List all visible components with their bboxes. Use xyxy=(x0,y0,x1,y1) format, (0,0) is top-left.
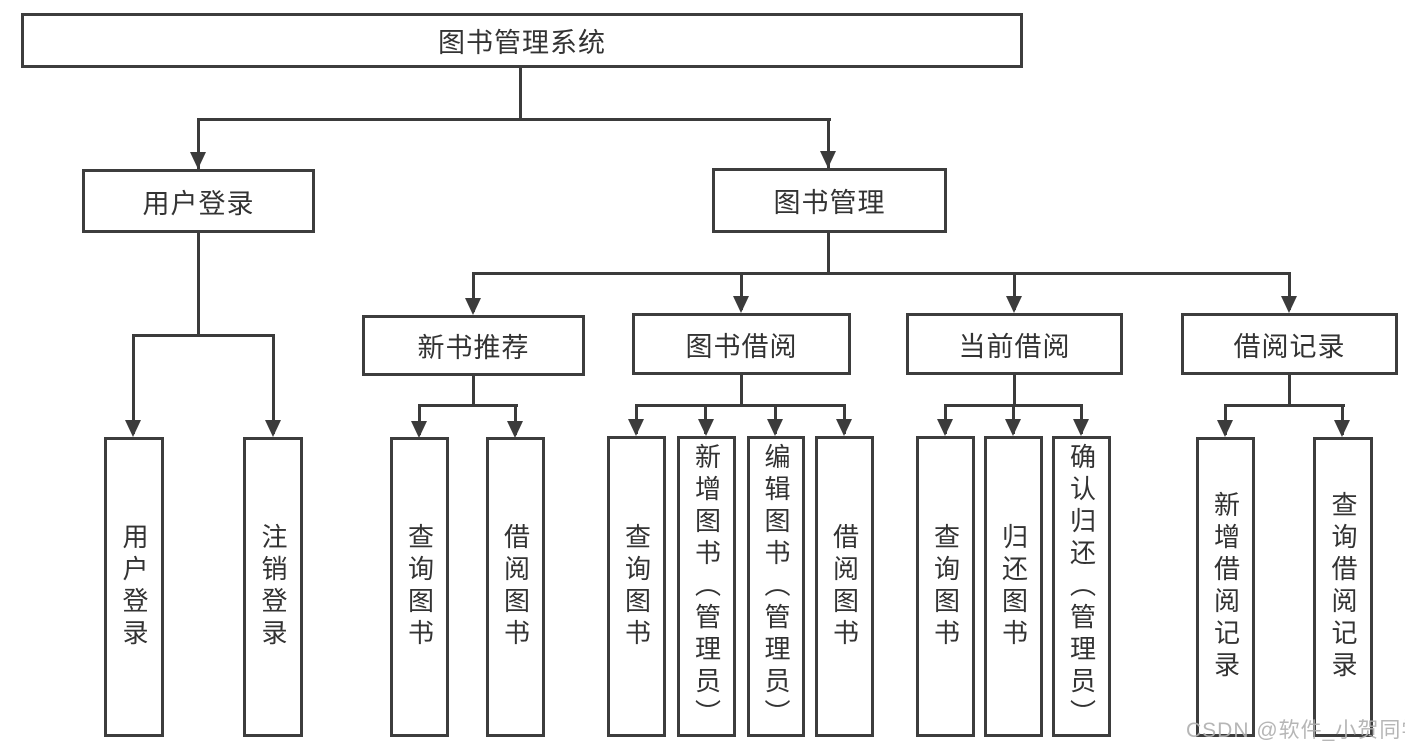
connector-to-leaf xyxy=(514,404,517,435)
arrow-down xyxy=(836,419,852,436)
arrow-down xyxy=(628,419,644,436)
leaf-label: 新增图书（管理员） xyxy=(691,442,722,731)
node-borrow-record: 借阅记录 xyxy=(1181,313,1398,375)
connector-to-borrow-record xyxy=(1288,272,1291,310)
node-user-login: 用户登录 xyxy=(82,169,315,233)
connector-to-leaf xyxy=(132,334,135,434)
leaf-label: 查询图书 xyxy=(930,522,961,651)
connector-to-leaf xyxy=(1224,404,1227,435)
arrow-down xyxy=(820,151,836,168)
leaf-query-books-borrow: 查询图书 xyxy=(607,436,666,737)
connector-to-leaf xyxy=(1341,404,1344,435)
leaf-label: 用户登录 xyxy=(119,523,149,651)
leaf-user-login: 用户登录 xyxy=(104,437,164,737)
leaf-label: 新增借阅记录 xyxy=(1210,491,1241,683)
leaf-borrow-books: 借阅图书 xyxy=(815,436,874,737)
connector-book-mgmt-branch xyxy=(472,272,1291,275)
arrow-down xyxy=(1217,420,1233,437)
connector-user-login-branch xyxy=(132,334,275,337)
connector-book-borrow-branch xyxy=(635,404,846,407)
node-book-borrow: 图书借阅 xyxy=(632,313,851,375)
connector-to-leaf xyxy=(272,334,275,434)
connector-to-book-management xyxy=(827,118,830,169)
csdn-watermark: CSDN @软件_小贺同学 xyxy=(1186,719,1405,742)
arrow-down xyxy=(465,298,481,315)
connector-borrow-record-stem xyxy=(1288,373,1291,406)
leaf-logout-login: 注销登录 xyxy=(243,437,303,737)
arrow-down xyxy=(507,421,523,438)
connector-to-new-book xyxy=(472,272,475,312)
arrow-down xyxy=(1006,296,1022,313)
leaf-label: 借阅图书 xyxy=(829,522,860,651)
leaf-confirm-return-admin: 确认归还（管理员） xyxy=(1052,436,1111,737)
node-label: 图书借阅 xyxy=(685,331,798,362)
connector-root-stem xyxy=(519,66,522,120)
connector-to-book-borrow xyxy=(740,272,743,310)
node-label: 用户登录 xyxy=(142,188,255,219)
leaf-query-borrow-record: 查询借阅记录 xyxy=(1313,437,1373,737)
arrow-down xyxy=(767,419,783,436)
node-new-book-recommend: 新书推荐 xyxy=(362,315,585,376)
arrow-down xyxy=(1005,419,1021,436)
leaf-return-books: 归还图书 xyxy=(984,436,1043,737)
node-label: 图书管理系统 xyxy=(438,28,606,58)
connector-book-mgmt-stem xyxy=(827,231,830,275)
arrow-down xyxy=(698,419,714,436)
node-label: 新书推荐 xyxy=(417,333,530,363)
leaf-borrow-books-recommend: 借阅图书 xyxy=(486,437,545,737)
node-label: 当前借阅 xyxy=(958,331,1071,362)
arrow-down xyxy=(937,419,953,436)
connector-borrow-record-branch xyxy=(1224,404,1345,407)
leaf-query-books-recommend: 查询图书 xyxy=(390,437,449,737)
leaf-label: 编辑图书（管理员） xyxy=(761,442,791,731)
leaf-edit-books-admin: 编辑图书（管理员） xyxy=(747,436,805,737)
leaf-label: 注销登录 xyxy=(258,523,288,651)
node-label: 图书管理 xyxy=(773,188,886,218)
connector-new-book-branch xyxy=(418,404,518,407)
connector-current-borrow-stem xyxy=(1013,373,1016,406)
leaf-label: 查询借阅记录 xyxy=(1328,491,1358,683)
arrow-down xyxy=(125,420,141,437)
connector-book-borrow-stem xyxy=(740,373,743,406)
arrow-down xyxy=(411,421,427,438)
connector-to-leaf xyxy=(418,404,421,435)
node-root-library-system: 图书管理系统 xyxy=(21,13,1023,68)
leaf-label: 查询图书 xyxy=(621,522,652,651)
leaf-add-books-admin: 新增图书（管理员） xyxy=(677,436,736,737)
connector-to-current-borrow xyxy=(1013,272,1016,310)
connector-new-book-stem xyxy=(472,374,475,406)
connector-user-login-stem xyxy=(197,231,200,336)
arrow-down xyxy=(1334,420,1350,437)
leaf-add-borrow-record: 新增借阅记录 xyxy=(1196,437,1255,737)
node-book-management: 图书管理 xyxy=(712,168,947,233)
leaf-label: 确认归还（管理员） xyxy=(1066,442,1097,731)
arrow-down xyxy=(733,296,749,313)
connector-root-branch xyxy=(197,118,831,121)
node-label: 借阅记录 xyxy=(1233,331,1346,362)
arrow-down xyxy=(190,152,206,169)
leaf-query-books-current: 查询图书 xyxy=(916,436,975,737)
leaf-label: 归还图书 xyxy=(998,522,1029,651)
arrow-down xyxy=(265,420,281,437)
node-current-borrow: 当前借阅 xyxy=(906,313,1123,375)
leaf-label: 借阅图书 xyxy=(500,523,531,651)
connector-to-user-login xyxy=(197,118,200,170)
arrow-down xyxy=(1073,419,1089,436)
leaf-label: 查询图书 xyxy=(404,523,435,651)
arrow-down xyxy=(1281,296,1297,313)
